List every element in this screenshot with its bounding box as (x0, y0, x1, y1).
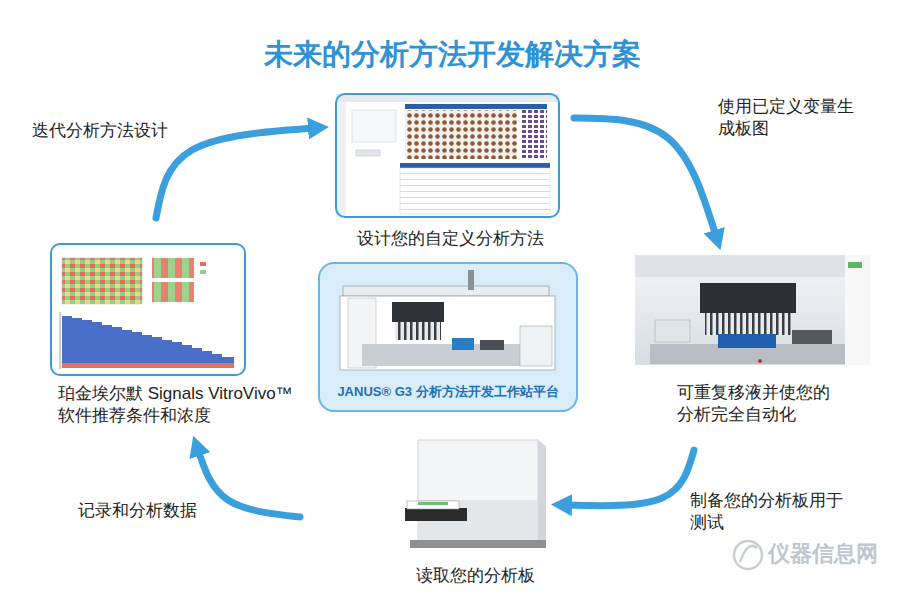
microplate (407, 501, 459, 509)
legend-dot (200, 270, 206, 274)
platform-ground (318, 262, 578, 412)
bar-base (62, 363, 234, 368)
tray (792, 330, 832, 344)
side-panel (845, 255, 870, 365)
step-box: 珀金埃尔默 Signals VitroVivo™ 软件推荐条件和浓度 (48, 242, 348, 432)
reader-side (538, 440, 546, 544)
heatmap (152, 282, 194, 302)
flow-arrow (574, 118, 716, 236)
logo (848, 262, 862, 268)
plate-label (418, 502, 448, 505)
edge-label: 使用已定义变量生成板图 (718, 96, 863, 140)
post (468, 270, 474, 290)
legend-dot (200, 262, 206, 266)
heatmap (152, 258, 194, 278)
pipetting-head (392, 302, 444, 322)
reader-base (410, 540, 546, 548)
edge-label: 制备您的分析板用于测试 (690, 490, 850, 534)
side-panel (352, 110, 396, 142)
flow-arrow (198, 450, 300, 517)
plate-slot (405, 508, 467, 521)
channels (395, 322, 441, 340)
plate (480, 340, 504, 350)
table-header (400, 163, 550, 168)
caption: JANUS® G3 分析方法开发工作站平台 (318, 384, 578, 401)
tip-rack (718, 334, 776, 348)
photo-ground (635, 255, 870, 365)
image-frame (335, 93, 560, 218)
bar-chart (62, 316, 234, 368)
caption: 可重复移液并使您的分析完全自动化 (677, 382, 839, 426)
heatmap (62, 258, 142, 304)
instrument-frame (340, 296, 555, 370)
watermark-logo (734, 541, 762, 569)
platform-box: JANUS® G3 分析方法开发工作站平台 (318, 262, 578, 412)
module (520, 326, 552, 366)
gantry-rail (343, 286, 549, 296)
edge-label: 迭代分析方法设计 (32, 120, 182, 142)
variable-list (521, 110, 547, 159)
caption: 珀金埃尔默 Signals VitroVivo™ 软件推荐条件和浓度 (58, 383, 348, 427)
window-bar (336, 94, 559, 102)
chart-ground (51, 244, 244, 374)
channels (705, 313, 791, 335)
title: 未来的分析方法开发解决方案 (0, 36, 905, 74)
pipetting-head (700, 283, 796, 313)
reader-body (418, 440, 538, 540)
edge-label: 记录和分析数据 (78, 500, 218, 522)
watermark-logo (740, 546, 757, 562)
step-box: 设计您的自定义分析方法 (330, 92, 570, 254)
tip-rack (452, 338, 474, 350)
watermark: 仪器信息网 (768, 540, 893, 569)
plate-map (405, 110, 517, 159)
indicator (758, 359, 762, 363)
step-box: 读取您的分析板 (400, 437, 550, 589)
table (400, 168, 550, 214)
button (356, 150, 380, 156)
flow-arrow (156, 128, 314, 218)
sidebar (336, 102, 346, 217)
screenshot-ground (336, 94, 559, 217)
step-box: 可重复移液并使您的分析完全自动化 (632, 252, 872, 428)
gantry (635, 255, 870, 277)
caption: 设计您的自定义分析方法 (330, 228, 570, 250)
flow-arrow (566, 450, 694, 506)
caption: 读取您的分析板 (400, 565, 550, 587)
image-frame (50, 243, 246, 376)
reservoir (655, 320, 690, 342)
plate-header (405, 104, 547, 109)
axis (60, 312, 61, 369)
